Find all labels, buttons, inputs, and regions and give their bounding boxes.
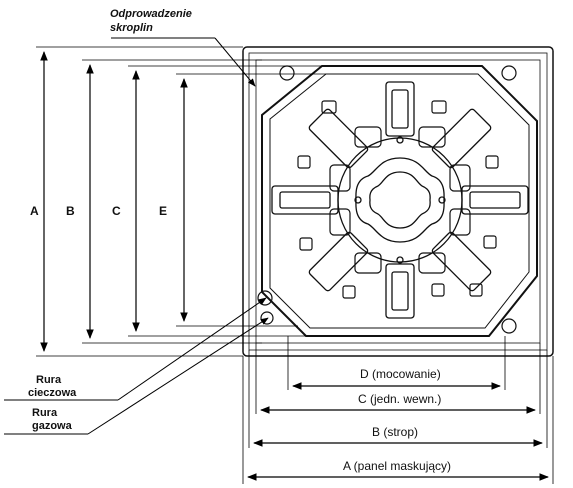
liquid-pipe-label-line1: Rura [36,374,62,386]
condensate-leader [111,37,256,87]
outlet-pads [297,100,499,299]
outer-panel [242,46,554,357]
gas-pipe-label-line1: Rura [32,407,58,419]
dim-a-vertical-label: A [30,204,39,218]
pipe-leaders [4,297,269,435]
gas-pipe-label-line2: gazowa [32,420,72,432]
vertical-extension-lines [36,46,326,357]
dim-d-horizontal-label: D (mocowanie) [360,367,441,381]
condensate-label-line2: skroplin [110,22,153,34]
condensate-label-line1: Odprowadzenie [110,8,192,20]
vertical-dimension-arrows [40,51,188,352]
horizontal-extension-lines [242,336,554,484]
dim-c-horizontal-label: C (jedn. wewn.) [358,392,442,406]
dim-e-vertical-label: E [159,204,168,218]
liquid-pipe-label-line2: cieczowa [28,387,77,399]
corner-hangers [257,65,517,334]
vanes [271,81,529,319]
dim-c-vertical-label: C [112,204,121,218]
horizontal-dimension-arrows [247,382,549,481]
center-rosette [337,136,463,264]
dim-a-horizontal-label: A (panel maskujący) [343,459,452,473]
dim-b-vertical-label: B [66,204,75,218]
dim-b-horizontal-label: B (strop) [372,425,419,439]
unit-body [261,65,538,337]
